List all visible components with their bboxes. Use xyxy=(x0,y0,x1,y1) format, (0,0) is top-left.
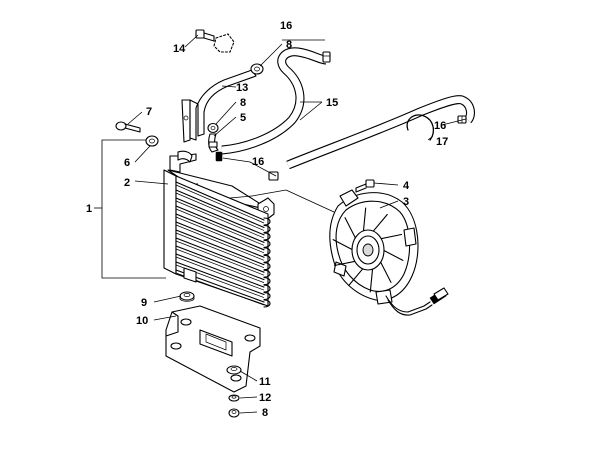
callout-13: 13 xyxy=(236,82,248,94)
cooler-tube-end xyxy=(263,262,271,271)
washer-6 xyxy=(145,135,159,147)
callout-5: 5 xyxy=(240,112,246,124)
cooler-fin xyxy=(175,205,265,243)
mounting-bracket-10 xyxy=(165,305,261,393)
callout-15: 15 xyxy=(326,97,338,109)
cooler-fin xyxy=(175,197,265,236)
screw-4 xyxy=(355,179,375,193)
cooler-fin-shadow xyxy=(175,248,265,283)
fan-spoke xyxy=(369,267,374,293)
cooler-fin xyxy=(175,221,265,258)
callout-16-top: 16 xyxy=(280,20,292,32)
oil-cooler-2 xyxy=(163,150,275,308)
hose-clamp-16-top xyxy=(322,51,331,63)
cooler-tube-end xyxy=(263,284,271,293)
cooler-tube-end xyxy=(263,239,271,248)
bracket-13 xyxy=(181,69,257,143)
cooler-fin xyxy=(175,189,265,229)
cooler-fin-shadow xyxy=(175,240,265,276)
clip-14 xyxy=(213,33,235,53)
fan-spoke xyxy=(382,249,404,261)
callout-16-right: 16 xyxy=(434,120,446,132)
cooler-tube-end xyxy=(263,291,271,301)
cooler-fin-shadow xyxy=(175,224,265,261)
cooler-fins xyxy=(175,181,265,306)
cooler-fin-shadow xyxy=(175,256,265,291)
hose-15 xyxy=(221,47,475,170)
hose-clamp-16-middle xyxy=(215,151,279,181)
fan-spoke xyxy=(348,267,364,287)
lock-washer-12 xyxy=(228,394,240,402)
cooler-fin xyxy=(175,213,265,251)
cooler-tube-end xyxy=(263,269,271,278)
fan-spoke xyxy=(379,260,392,283)
callout-9: 9 xyxy=(141,297,147,309)
fan-spokes xyxy=(332,207,404,293)
cooler-tube-end xyxy=(263,224,271,234)
callout-8-bottom: 8 xyxy=(262,407,268,419)
callout-8-middle: 8 xyxy=(240,97,246,109)
nut-8-middle xyxy=(207,122,219,134)
callout-4: 4 xyxy=(403,180,410,192)
cooler-tube-end xyxy=(263,254,271,263)
fan-spoke xyxy=(333,260,357,267)
cooling-fan-3 xyxy=(329,189,449,316)
cooler-tube-end xyxy=(263,232,271,241)
cooler-fin xyxy=(175,229,265,266)
callout-6: 6 xyxy=(124,157,130,169)
cooler-fin xyxy=(175,237,265,273)
cooler-fin-shadow xyxy=(175,208,265,246)
leader-lines xyxy=(127,34,467,414)
cooler-tube-end xyxy=(263,247,271,256)
cooler-tube-ends xyxy=(263,217,271,308)
callout-8-top: 8 xyxy=(286,39,292,51)
bolt-14 xyxy=(195,29,215,42)
washer-9 xyxy=(179,291,195,302)
cooler-fin xyxy=(175,253,265,288)
callout-labels: 1 2 3 4 5 6 7 8 8 8 9 10 11 12 13 14 15 … xyxy=(86,20,448,419)
hose-clamp-5 xyxy=(208,133,219,153)
cooler-fin xyxy=(175,245,265,281)
callout-14: 14 xyxy=(173,43,186,55)
nut-8-bottom xyxy=(228,408,240,418)
cooler-fin-shadow xyxy=(175,184,265,224)
hose-clamp-17 xyxy=(406,114,434,141)
cooler-fin-shadow xyxy=(175,216,265,254)
washer-11 xyxy=(226,365,242,375)
callout-11: 11 xyxy=(259,376,271,388)
fan-spoke xyxy=(332,239,354,251)
callout-12: 12 xyxy=(259,392,271,404)
callout-1: 1 xyxy=(86,203,92,215)
callout-17: 17 xyxy=(436,136,448,148)
nut-8-top xyxy=(250,63,264,75)
callout-2: 2 xyxy=(124,177,130,189)
cooler-tube-end xyxy=(263,217,271,226)
cooler-tube-end xyxy=(263,277,271,286)
cooler-fin xyxy=(175,181,265,221)
cooler-tube-end xyxy=(263,299,271,308)
cooler-fin xyxy=(175,261,265,296)
cooler-fin-shadow xyxy=(175,200,265,239)
callout-16-middle: 16 xyxy=(252,156,264,168)
bolt-7 xyxy=(115,121,141,133)
fan-spoke xyxy=(379,233,403,240)
fan-spoke xyxy=(362,207,367,233)
fan-spoke xyxy=(344,217,357,240)
callout-3: 3 xyxy=(403,196,409,208)
cooler-fin-shadow xyxy=(175,232,265,269)
callout-7: 7 xyxy=(146,106,152,118)
callout-1-bracket xyxy=(94,139,166,279)
hose-clamp-16-right xyxy=(457,115,467,124)
fan-spoke xyxy=(372,213,388,233)
callout-10: 10 xyxy=(136,315,148,327)
cooler-fin-shadow xyxy=(175,192,265,231)
